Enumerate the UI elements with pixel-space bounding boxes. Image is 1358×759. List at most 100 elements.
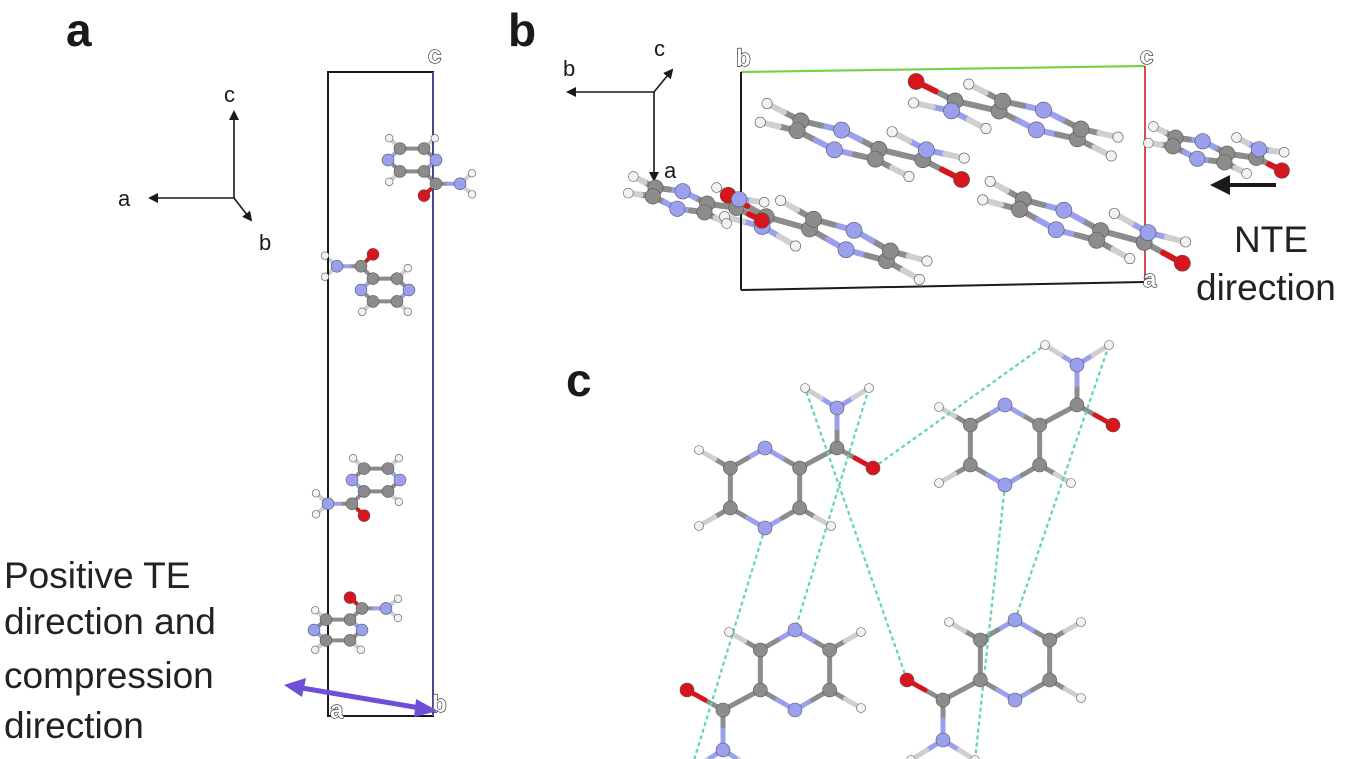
hydrogen-atom: [623, 187, 634, 199]
hydrogen-atom: [724, 627, 734, 637]
nitrogen-atom: [757, 440, 773, 456]
carbon-atom: [822, 682, 837, 698]
hydrogen-atom: [358, 307, 367, 316]
hydrogen-atom: [311, 606, 320, 615]
carbon-atom: [381, 485, 395, 498]
axis-label-a: a: [664, 158, 677, 183]
nitrogen-atom: [715, 742, 731, 758]
hydrogen-atom: [311, 489, 321, 498]
nitrogen-atom: [1028, 121, 1045, 139]
hydrogen-atom: [1105, 150, 1117, 162]
unit-cell-b-axis-edge: [740, 64, 1146, 74]
nitrogen-atom: [402, 283, 416, 297]
nitrogen-atom: [1055, 201, 1073, 219]
b-axis-arrow: [233, 197, 253, 222]
nitrogen-atom: [837, 241, 855, 259]
nitrogen-atom: [757, 520, 773, 536]
hydrogen-atom: [467, 190, 477, 199]
hydrogen-atom: [1143, 137, 1154, 149]
panel-label-a: a: [66, 4, 92, 56]
hydrogen-atom: [1108, 207, 1120, 219]
oxygen-atom: [907, 73, 925, 90]
carbon-atom: [1069, 397, 1085, 413]
carbon-atom: [354, 259, 368, 273]
carbon-atom: [866, 150, 884, 168]
callout-line-4: direction: [4, 705, 144, 746]
hydrogen-atom: [977, 194, 989, 206]
hydrogen-atom: [721, 218, 732, 229]
carbon-atom: [357, 485, 371, 498]
hydrogen-atom: [934, 478, 944, 488]
carbon-atom: [366, 295, 380, 308]
nitrogen-atom: [453, 177, 467, 191]
hydrogen-atom: [856, 627, 866, 637]
atoms-layer: [307, 73, 1290, 759]
oxygen-atom: [343, 591, 357, 604]
hydrogen-atom: [906, 755, 916, 759]
nitrogen-atom: [787, 622, 803, 638]
nitrogen-atom: [829, 400, 845, 416]
carbon-atom: [1072, 120, 1090, 138]
carbon-atom: [723, 460, 738, 476]
carbon-atom: [381, 462, 395, 475]
hydrogen-bond: [803, 387, 909, 681]
hydrogen-atom: [886, 126, 898, 138]
hydrogen-atom: [393, 613, 403, 623]
nitrogen-atom: [355, 623, 369, 637]
hydrogen-atom: [1180, 236, 1192, 248]
nte-callout: NTE direction: [1196, 175, 1336, 308]
carbon-atom: [1032, 457, 1047, 473]
callout-line-3: compression: [4, 655, 214, 696]
panel-label-b: b: [508, 4, 536, 56]
corner-label-c: c: [1140, 43, 1153, 70]
carbon-atom: [393, 165, 407, 178]
hydrogen-atom: [430, 134, 439, 143]
axis-label-c: c: [654, 36, 665, 61]
corner-label-b: b: [736, 45, 751, 72]
corner-label-c: c: [428, 42, 441, 69]
nitrogen-atom: [833, 121, 850, 139]
nte-label-line-1: NTE: [1234, 219, 1308, 260]
carbon-atom: [1032, 417, 1047, 433]
hydrogen-atom: [963, 78, 975, 90]
nitrogen-atom: [731, 191, 748, 208]
nitrogen-atom: [826, 141, 843, 159]
carbon-atom: [417, 165, 431, 178]
hydrogen-atom: [944, 617, 954, 627]
hydrogen-atom: [1112, 131, 1124, 143]
nitrogen-atom: [330, 259, 344, 273]
oxygen-atom: [899, 672, 915, 688]
carbon-atom: [390, 295, 404, 308]
callout-line-1: Positive TE: [4, 555, 190, 596]
carbon-atom: [343, 613, 357, 626]
positive-te-callout: Positive TE direction and compression di…: [4, 555, 216, 746]
hydrogen-atom: [1124, 253, 1136, 265]
panel-label-c: c: [566, 354, 592, 406]
callout-line-2: direction and: [4, 601, 216, 642]
nitrogen-atom: [379, 602, 393, 615]
hydrogen-atom: [320, 272, 330, 281]
hydrogen-atom: [1241, 168, 1252, 179]
nitrogen-atom: [1035, 101, 1052, 119]
carbon-atom: [963, 417, 978, 433]
nitrogen-atom: [1007, 692, 1023, 708]
nitrogen-atom: [381, 153, 395, 167]
nitrogen-atom: [787, 702, 803, 718]
carbon-atom: [429, 177, 443, 191]
carbon-atom: [973, 632, 988, 648]
hydrogen-atom: [311, 510, 321, 519]
hydrogen-atom: [984, 175, 996, 187]
carbon-atom: [366, 272, 380, 285]
axis-label-b: b: [563, 56, 575, 81]
oxygen-atom: [1105, 417, 1121, 433]
nitrogen-atom: [669, 200, 686, 217]
nte-arrow-head: [1210, 175, 1230, 195]
hydrogen-atom: [913, 273, 925, 285]
nitrogen-atom: [943, 102, 960, 120]
hydrogen-atom: [1076, 617, 1086, 627]
hydrogen-bond: [974, 484, 1007, 759]
corner-label-a: a: [330, 697, 344, 724]
hydrogen-atom: [385, 134, 394, 143]
carbon-atom: [343, 634, 357, 647]
nitrogen-atom: [997, 477, 1013, 493]
